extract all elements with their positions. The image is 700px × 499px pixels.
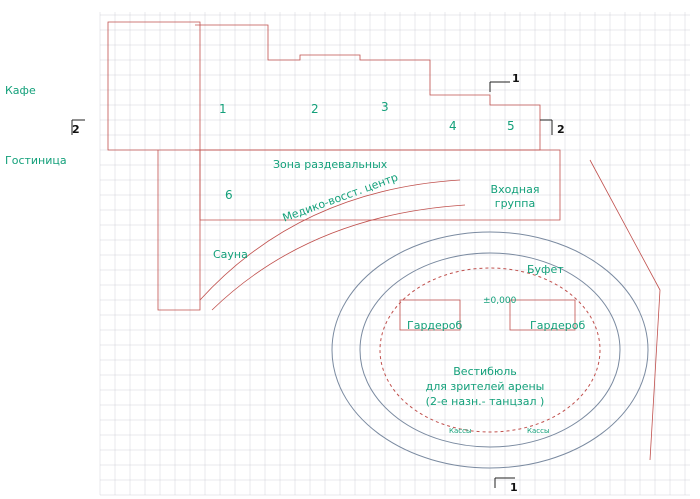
label-cloakroom-right: Гардероб <box>530 319 586 332</box>
room-5: 5 <box>507 119 515 133</box>
room-3: 3 <box>381 100 389 114</box>
grid-lines <box>99 12 690 496</box>
label-cafe: Кафе <box>5 84 36 97</box>
label-hotel: Гостиница <box>5 154 67 167</box>
walls <box>107 21 661 461</box>
room-1: 1 <box>219 102 227 116</box>
section-mark-1-bottom: 1 <box>510 481 518 494</box>
central-row <box>199 149 561 221</box>
hotel-block <box>107 21 201 311</box>
cloakrooms <box>399 299 576 331</box>
label-tickets-right: Кассы <box>527 427 550 435</box>
label-entrance-1: Входная <box>490 183 540 196</box>
label-sauna: Сауна <box>213 248 248 261</box>
section-mark-2-left: 2 <box>72 123 80 136</box>
arena-ring <box>359 252 621 448</box>
section-lines <box>71 81 553 488</box>
arena-outer <box>331 231 649 469</box>
label-cloakroom-left: Гардероб <box>407 319 463 332</box>
arena <box>331 231 649 469</box>
label-lobby-3: (2-е назн.- танцзал ) <box>425 395 545 408</box>
label-lobby-1: Вестибюль <box>453 365 517 378</box>
section-mark-1-top: 1 <box>512 72 520 85</box>
halls-block <box>195 24 541 151</box>
label-level: ±0,000 <box>483 296 517 306</box>
label-buffet: Буфет <box>527 263 564 276</box>
label-tickets-left: Кассы <box>449 427 472 435</box>
section-mark-2-right: 2 <box>557 123 565 136</box>
room-6: 6 <box>225 188 233 202</box>
label-entrance-2: группа <box>494 197 536 210</box>
room-2: 2 <box>311 102 319 116</box>
label-changing-zone: Зона раздевальных <box>273 158 388 171</box>
medical-arc <box>199 179 466 311</box>
room-4: 4 <box>449 119 457 133</box>
label-lobby-2: для зрителей арены <box>425 380 545 393</box>
right-diagonal <box>589 159 661 461</box>
